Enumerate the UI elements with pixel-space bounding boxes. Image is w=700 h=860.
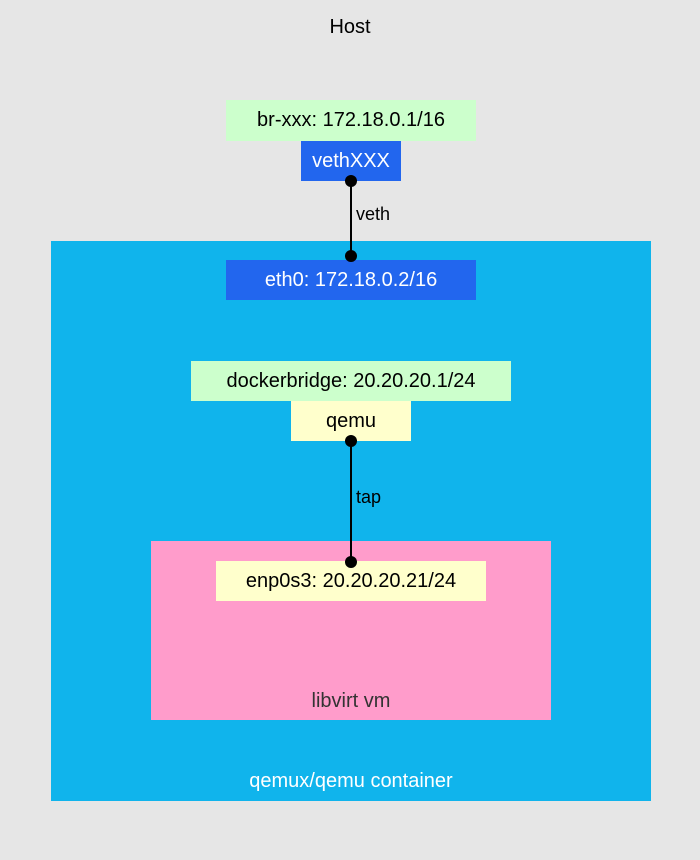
tap-link-label: tap	[356, 487, 382, 507]
veth-host-box: vethXXX	[301, 141, 401, 181]
tap-link-start-dot	[345, 435, 357, 447]
qemu-box: qemu	[291, 401, 411, 441]
tap-link-end-dot	[345, 556, 357, 568]
host-label: Host	[329, 16, 371, 38]
vm-label: libvirt vm	[311, 690, 391, 712]
dockerbridge-box: dockerbridge: 20.20.20.1/24	[191, 361, 511, 401]
enp0s3-box: enp0s3: 20.20.20.21/24	[216, 561, 486, 601]
eth0-box: eth0: 172.18.0.2/16	[226, 260, 476, 300]
veth-link-start-dot	[345, 175, 357, 187]
veth-link-label: veth	[356, 204, 391, 224]
host-bridge-box: br-xxx: 172.18.0.1/16	[226, 100, 476, 141]
container-label: qemux/qemu container	[249, 770, 453, 792]
veth-link-end-dot	[345, 250, 357, 262]
